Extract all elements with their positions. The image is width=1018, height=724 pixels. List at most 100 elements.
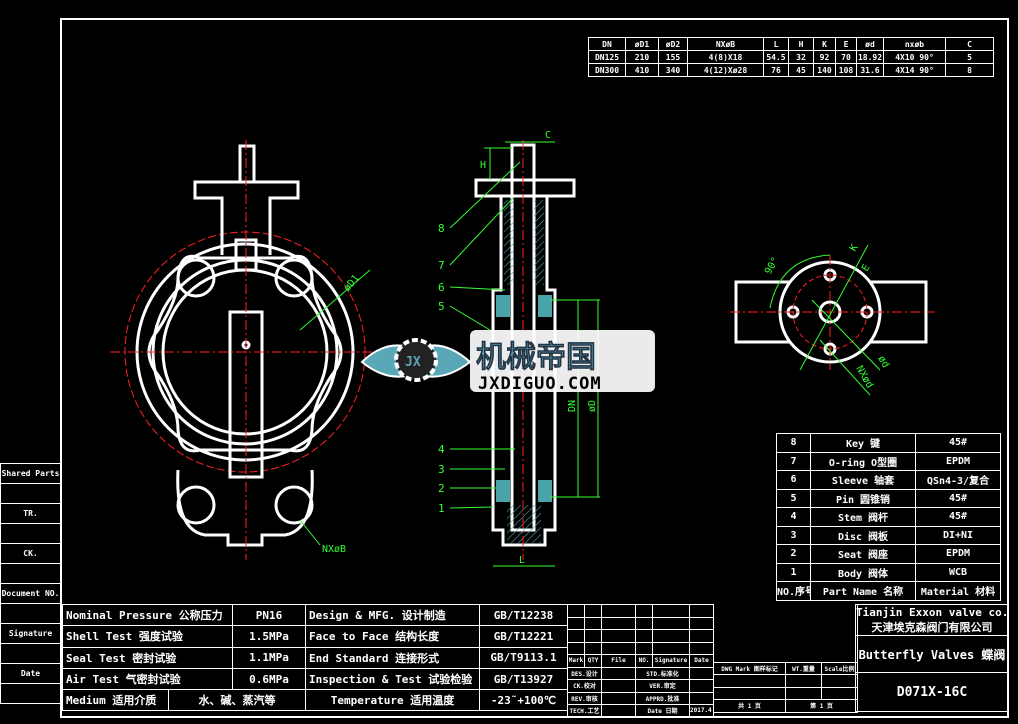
top-flange <box>474 178 576 198</box>
table-row <box>712 650 859 662</box>
watermark-logo: JX 机械帝国 JXDIGUO.COM <box>360 330 655 394</box>
table-cell: Design & MFG. 设计制造 <box>305 603 480 627</box>
table-cell <box>601 679 636 693</box>
table-cell <box>652 616 690 630</box>
table-cell <box>0 563 61 584</box>
table-cell <box>635 616 653 630</box>
table-cell: Date <box>689 654 714 668</box>
table-cell: DES.设计 <box>567 666 602 680</box>
company-block: Tianjin Exxon valve co.ltd天津埃克森阀门有限公司But… <box>855 604 1009 712</box>
label-c: C <box>545 130 551 141</box>
table-cell <box>712 627 859 639</box>
table-cell: Shell Test 强度试验 <box>62 625 233 648</box>
table-cell: Date 日期 <box>635 704 690 718</box>
table-row: 共 1 页第 1 页 <box>713 699 859 713</box>
part-number: 5 <box>438 300 445 313</box>
table-cell <box>820 686 859 700</box>
table-cell <box>689 616 714 630</box>
table-row <box>0 603 61 624</box>
table-cell: VER.审定 <box>635 679 690 693</box>
table-cell: 第 1 页 <box>784 699 859 713</box>
table-cell: 155 <box>658 50 688 64</box>
table-cell: DN <box>588 37 626 51</box>
logo-cn-text: 机械帝国 <box>476 340 596 375</box>
table-row <box>0 483 61 504</box>
table-row <box>712 604 859 616</box>
table-cell: Inspection & Test 试验检验 <box>305 667 480 691</box>
table-row: TR. <box>0 503 61 524</box>
table-cell <box>785 674 822 688</box>
table-row <box>0 643 61 664</box>
part-number: 8 <box>438 222 445 235</box>
table-cell: 4(12)Xø28 <box>687 63 764 77</box>
table-row: D071X-16C <box>855 672 1009 712</box>
label-angle: 90° <box>763 255 782 276</box>
table-cell: PN16 <box>232 603 306 627</box>
table-cell <box>712 615 859 627</box>
table-cell: Stem 阀杆 <box>810 507 916 527</box>
label-nxob: NXøB <box>322 544 346 555</box>
part-number: 7 <box>438 259 445 272</box>
table-cell <box>712 604 859 616</box>
table-cell <box>601 691 636 705</box>
top-view <box>730 255 935 370</box>
table-cell <box>0 683 61 704</box>
table-cell: 4X10 90° <box>883 50 946 64</box>
table-cell: 18.92 <box>856 50 884 64</box>
table-cell: Tianjin Exxon valve co.ltd <box>855 604 1009 619</box>
label-e: E <box>860 263 873 274</box>
table-cell: Seat 阀座 <box>810 544 916 564</box>
table-cell: Key 键 <box>810 433 916 453</box>
table-cell: 108 <box>835 63 857 77</box>
table-cell: Air Test 气密封试验 <box>62 667 233 691</box>
lug-hole <box>176 258 216 298</box>
table-cell <box>712 650 859 662</box>
table-cell <box>689 666 714 680</box>
table-cell: CK. <box>0 543 61 564</box>
table-cell: Date <box>0 663 61 684</box>
table-cell <box>0 483 61 504</box>
table-cell: nxøb <box>883 37 946 51</box>
label-dn: DN <box>567 400 578 412</box>
part-number: 1 <box>438 502 445 515</box>
table-cell <box>713 674 786 688</box>
table-cell: 340 <box>658 63 688 77</box>
table-row: 天津埃克森阀门有限公司 <box>855 619 1009 636</box>
table-cell <box>0 523 61 544</box>
table-cell: Nominal Pressure 公称压力 <box>62 603 233 627</box>
table-cell: -23˜+100℃ <box>479 689 568 712</box>
table-cell: Signature <box>0 623 61 644</box>
table-row <box>712 615 859 627</box>
lug-hole <box>274 258 314 298</box>
table-cell: Face to Face 结构长度 <box>305 625 480 648</box>
table-cell: 76 <box>763 63 789 77</box>
table-cell: 2017.4.7 <box>689 704 714 718</box>
table-cell: 4(8)X18 <box>687 50 764 64</box>
table-row <box>713 674 859 688</box>
table-cell <box>689 604 714 618</box>
logo-emblem-text: JX <box>405 355 421 370</box>
table-cell <box>713 686 786 700</box>
table-cell: DWG Mark 图样标记 <box>713 661 786 675</box>
table-cell: NXøB <box>687 37 764 51</box>
table-cell: 8 <box>945 63 994 77</box>
table-cell <box>584 616 602 630</box>
table-cell: NO.序号 <box>776 581 811 601</box>
table-cell: D071X-16C <box>855 672 1009 712</box>
table-row <box>712 627 859 639</box>
table-cell: 水、碱、蒸汽等 <box>168 689 306 712</box>
table-cell: GB/T12238 <box>479 603 568 627</box>
table-cell <box>584 629 602 643</box>
